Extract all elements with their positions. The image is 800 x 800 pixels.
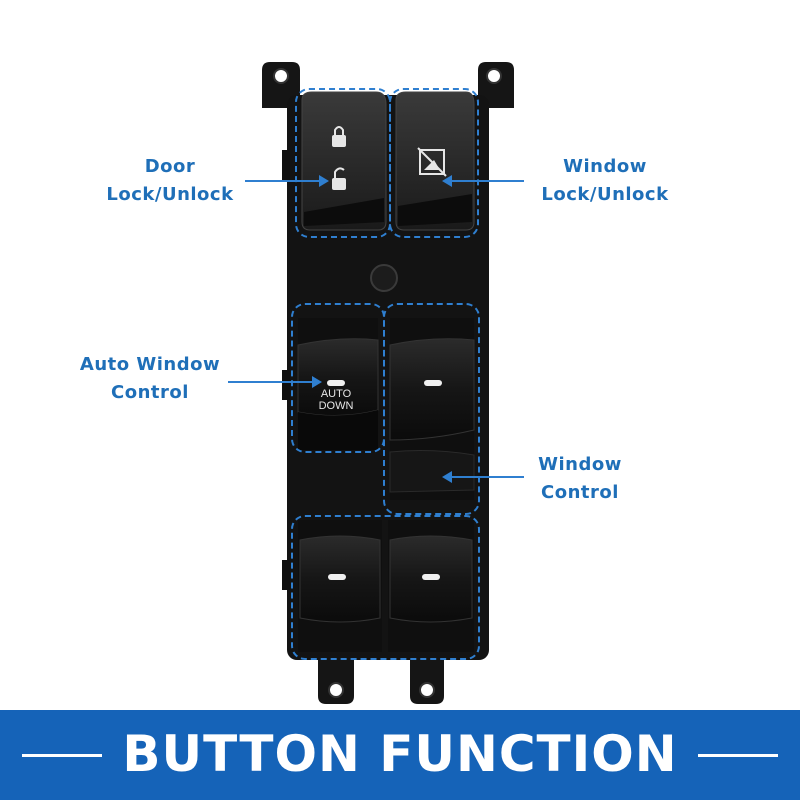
window-lock-highlight bbox=[389, 88, 479, 238]
rear-window-highlight bbox=[291, 515, 480, 660]
banner-rule-left bbox=[22, 754, 102, 757]
rear-right-window-switch[interactable] bbox=[388, 520, 474, 652]
rear-left-window-switch[interactable] bbox=[298, 520, 382, 652]
lock-icon bbox=[332, 126, 346, 147]
mount-tab-top-right bbox=[478, 62, 514, 108]
auto-window-label: Auto Window Control bbox=[79, 354, 221, 403]
window-lock-icon bbox=[417, 147, 447, 177]
door-lock-label: Door Lock/Unlock bbox=[106, 156, 234, 205]
unlock-icon bbox=[332, 167, 346, 190]
window-control-label: Window Control bbox=[538, 454, 622, 503]
door-lock-highlight bbox=[295, 88, 391, 238]
indicator-light bbox=[327, 380, 345, 386]
auto-window-arrow bbox=[228, 381, 314, 383]
auto-window-highlight bbox=[291, 303, 385, 453]
arrow-head bbox=[442, 471, 452, 483]
door-lock-arrow bbox=[245, 180, 323, 182]
arrow-head bbox=[312, 376, 322, 388]
indicator-light bbox=[328, 574, 346, 580]
auto-down-label: AUTO DOWN bbox=[318, 388, 354, 412]
indicator-light bbox=[424, 380, 442, 386]
center-round-button[interactable] bbox=[370, 264, 398, 292]
arrow-head bbox=[319, 175, 329, 187]
banner-title: BUTTON FUNCTION bbox=[122, 725, 678, 783]
indicator-light bbox=[422, 574, 440, 580]
window-lock-switch[interactable] bbox=[395, 91, 475, 231]
passenger-window-switch[interactable] bbox=[389, 318, 475, 500]
window-lock-arrow bbox=[452, 180, 524, 182]
window-lock-label: Window Lock/Unlock bbox=[541, 156, 669, 205]
banner-rule-right bbox=[698, 754, 778, 757]
door-lock-switch[interactable] bbox=[301, 91, 387, 231]
window-control-highlight bbox=[383, 303, 480, 515]
driver-window-switch[interactable] bbox=[297, 318, 379, 450]
window-control-arrow bbox=[452, 476, 524, 478]
mount-tab-bottom-right bbox=[410, 655, 444, 704]
mount-tab-bottom-left bbox=[318, 655, 354, 704]
mount-tab-top-left bbox=[262, 62, 300, 108]
arrow-head bbox=[442, 175, 452, 187]
footer-banner: BUTTON FUNCTION bbox=[0, 710, 800, 800]
